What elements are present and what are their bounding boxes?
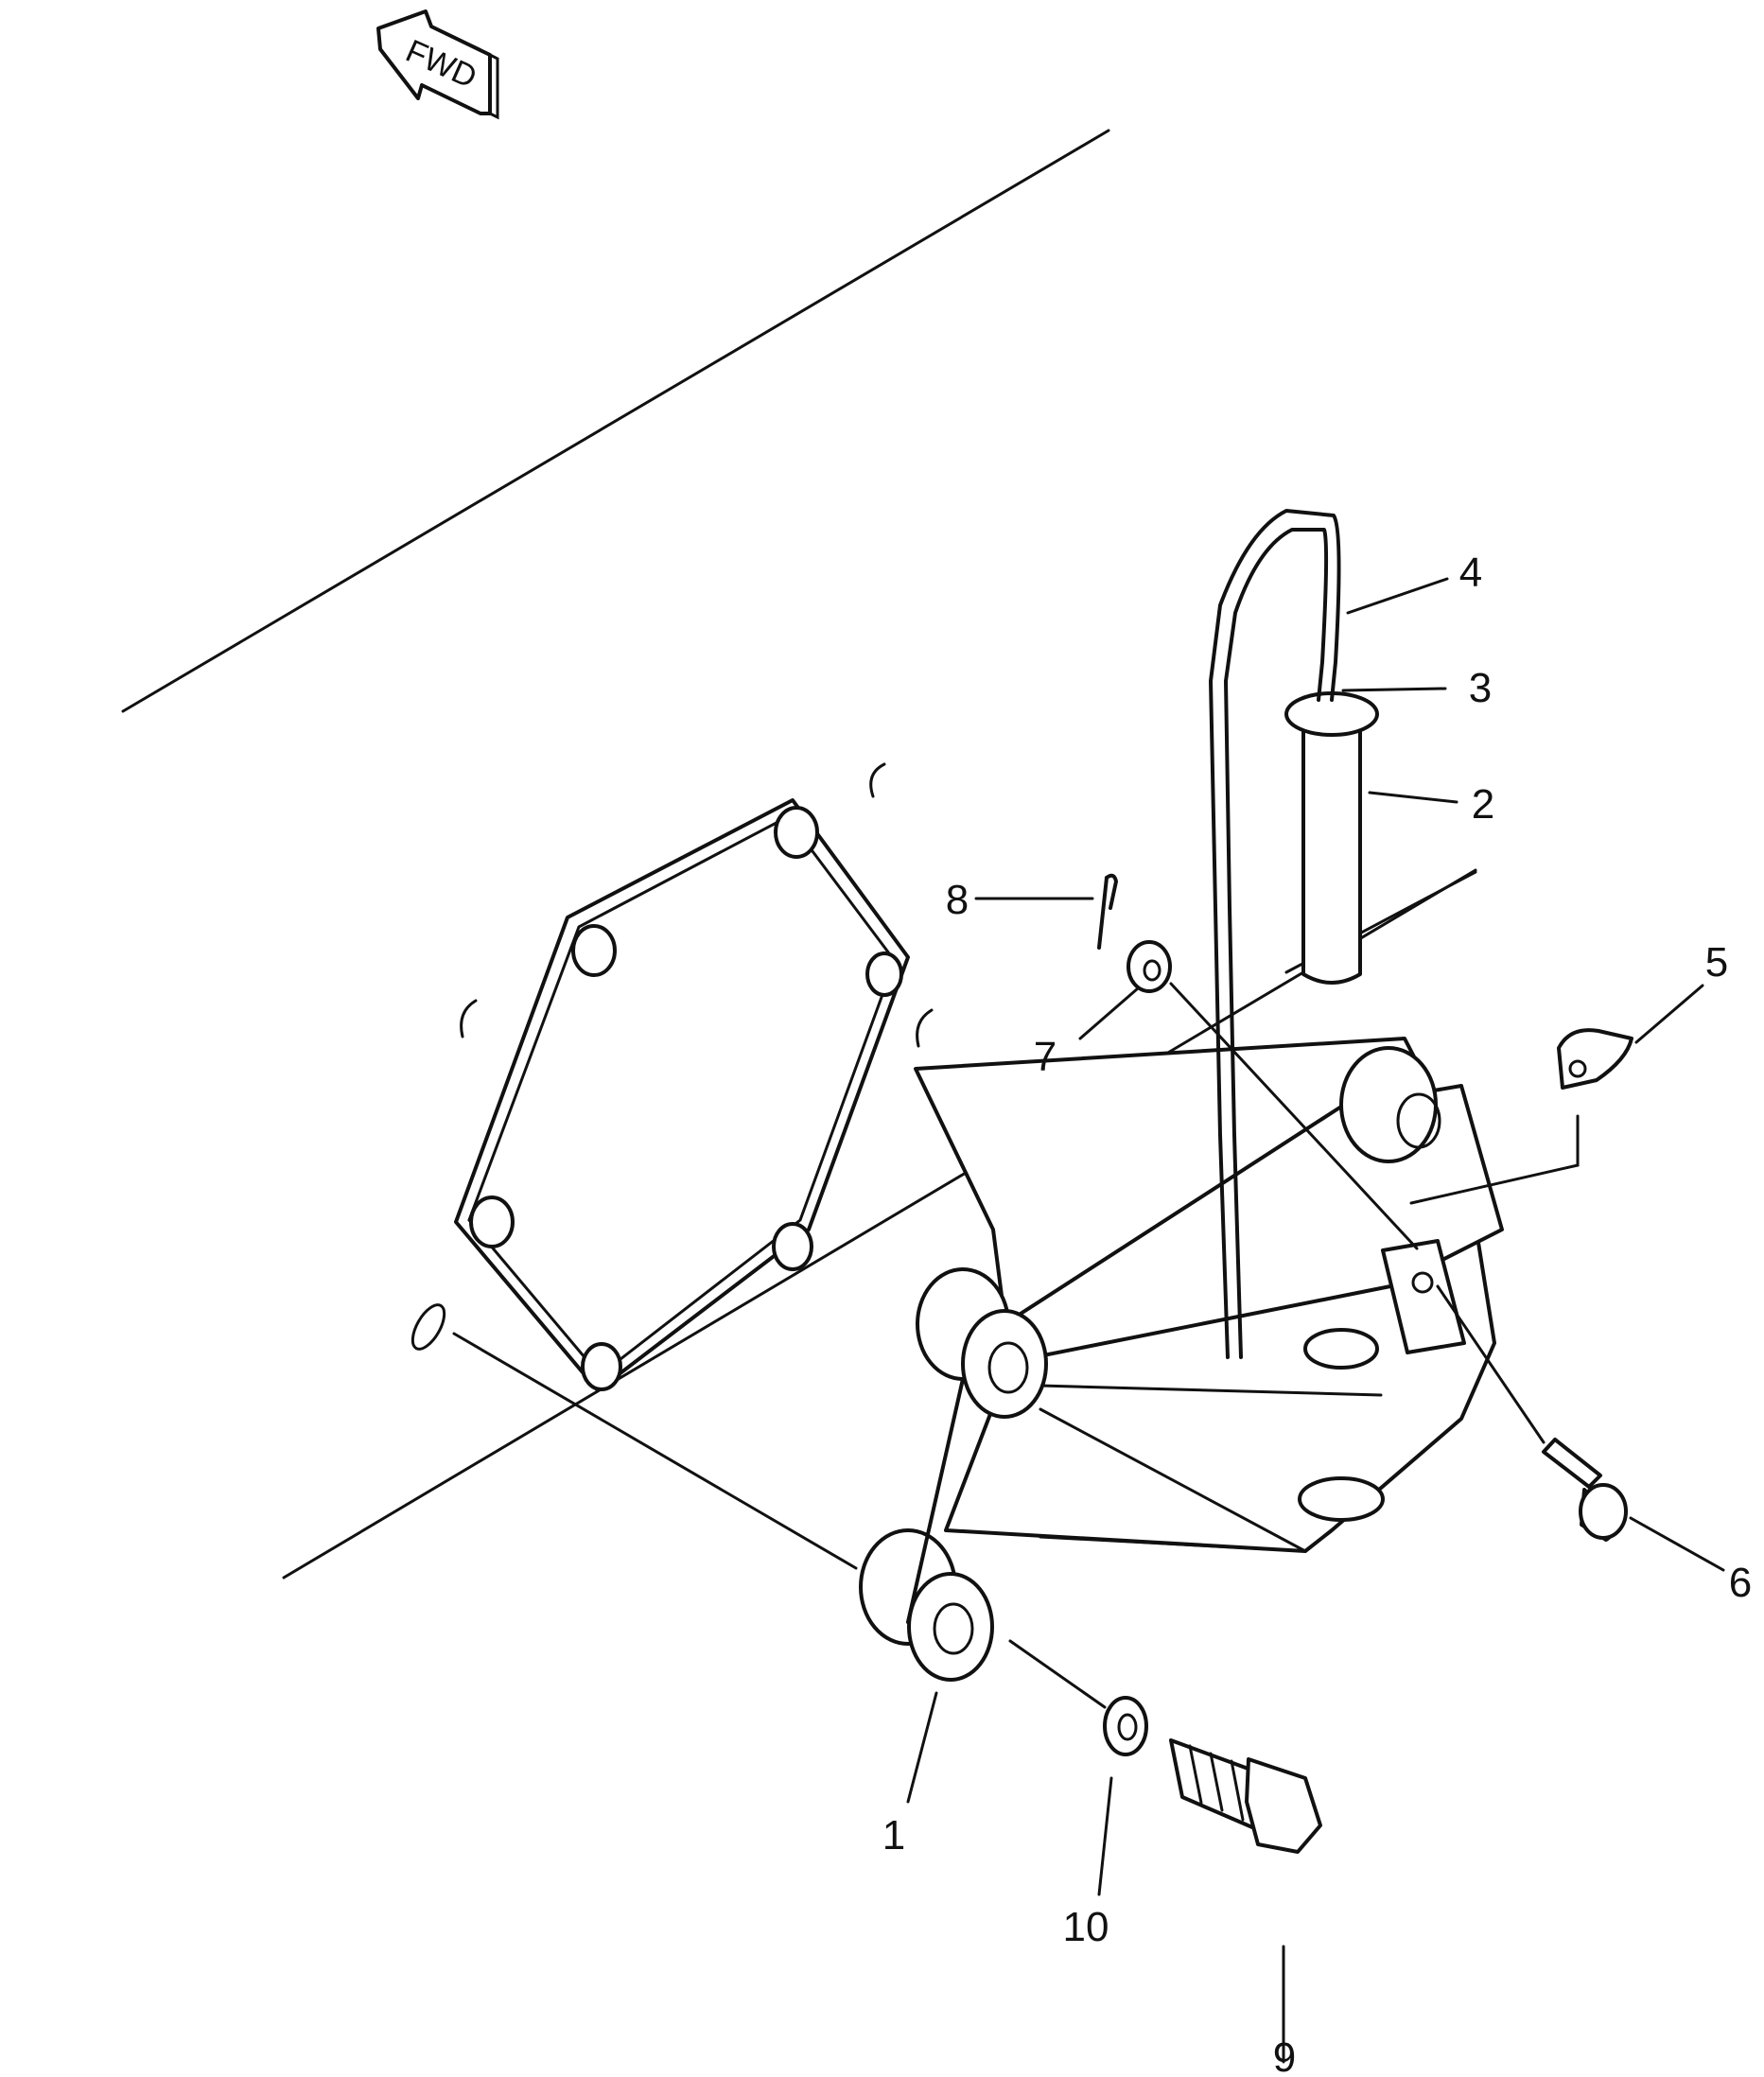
fwd-label: FWD: [400, 33, 481, 96]
callout-4: 4: [1459, 550, 1482, 596]
pin: [1284, 691, 1379, 985]
callout-8: 8: [946, 877, 969, 923]
callout-numbers: 1 2 3 4 5 6 7 8 9 10: [882, 550, 1752, 2077]
cover-plate: [410, 762, 934, 1392]
alignment-lines: [452, 982, 1580, 1709]
washer-large: [1103, 1696, 1148, 1756]
callout-2: 2: [1472, 781, 1494, 828]
clip: [1557, 1028, 1633, 1090]
washer-small: [1127, 940, 1172, 993]
hitch-bracket: [859, 1037, 1504, 1682]
callout-3: 3: [1469, 665, 1492, 711]
small-bolt: [1542, 1438, 1628, 1542]
callout-9: 9: [1273, 2034, 1296, 2077]
fwd-arrow-icon: FWD: [376, 9, 499, 120]
callout-10: 10: [1063, 1904, 1109, 1950]
callout-6: 6: [1729, 1560, 1752, 1606]
cotter-pin: [1097, 873, 1118, 950]
large-bolt: [1169, 1738, 1322, 1854]
callout-1: 1: [882, 1812, 905, 1859]
callout-5: 5: [1705, 939, 1728, 986]
leader-lines: [906, 577, 1725, 2064]
callout-7: 7: [1034, 1034, 1057, 1080]
chain: [1209, 509, 1341, 1359]
